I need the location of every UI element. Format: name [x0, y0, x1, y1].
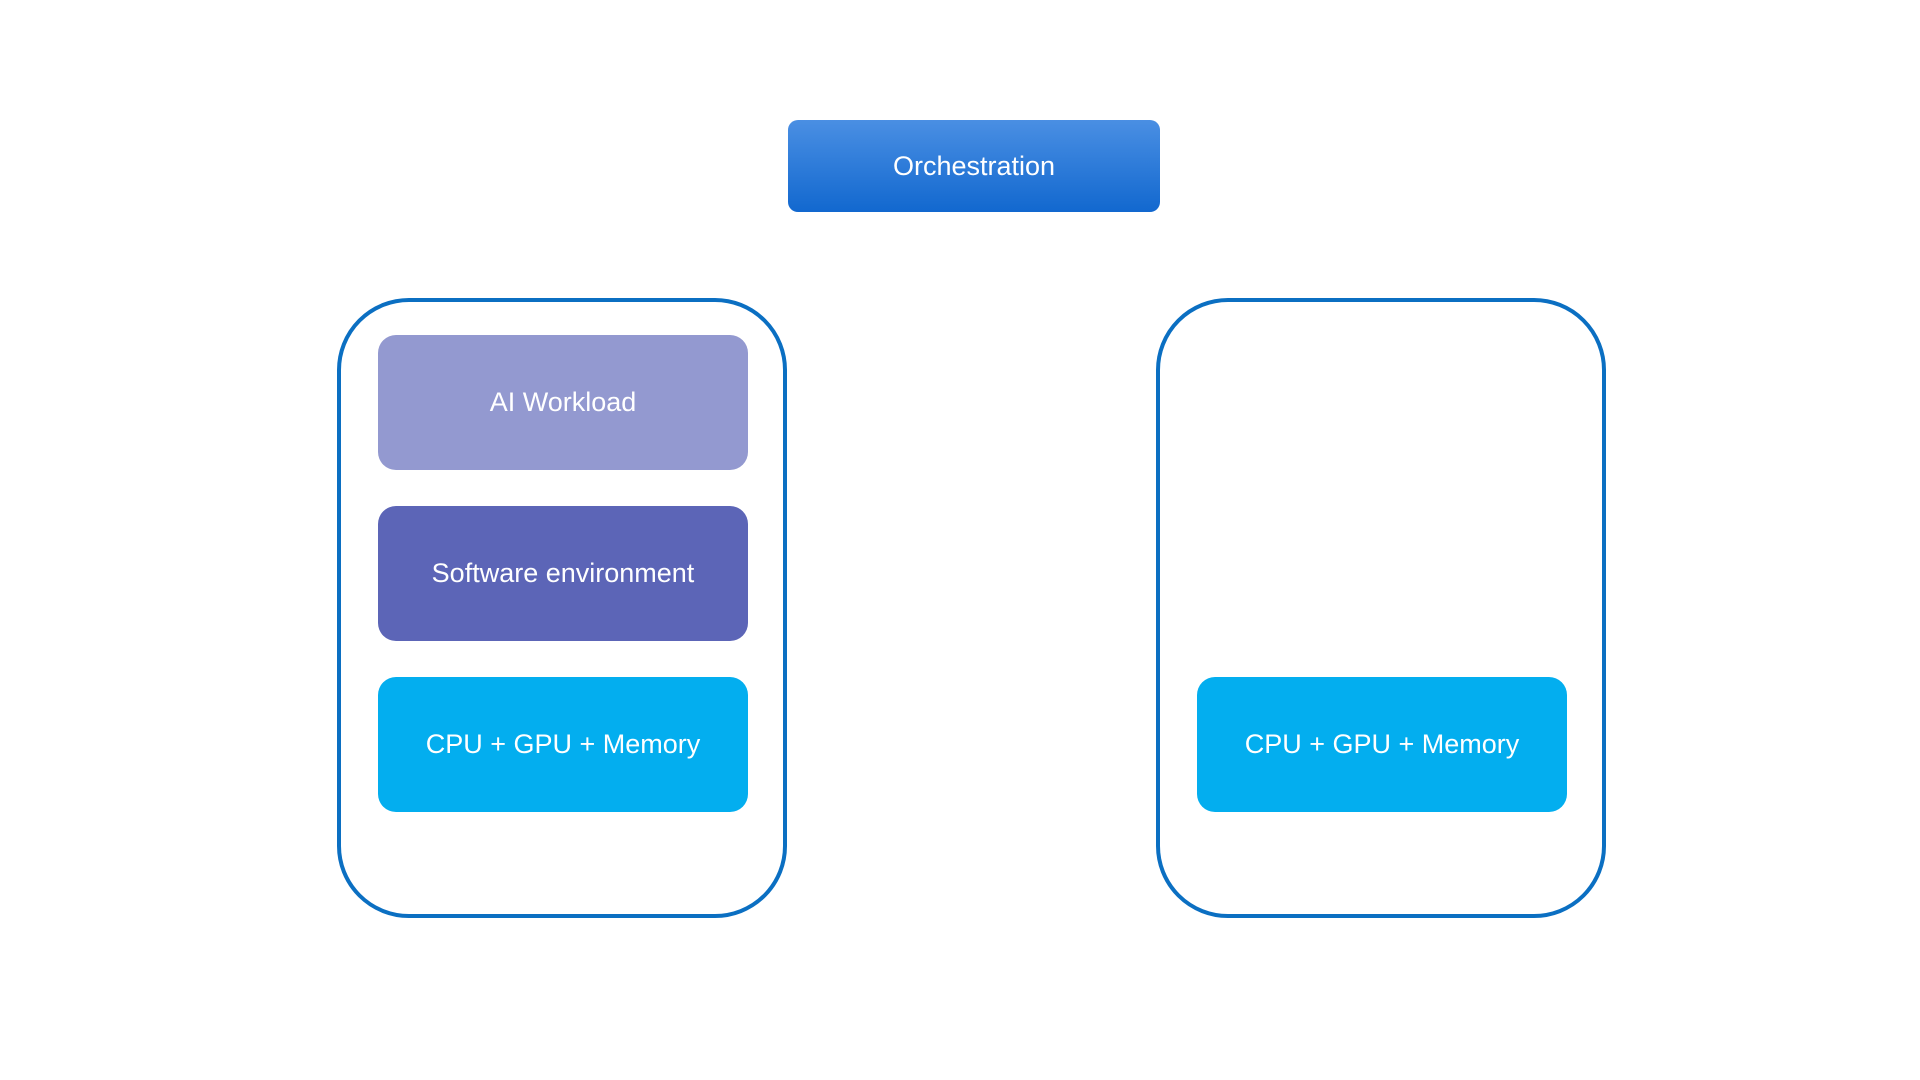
layer-software-environment[interactable]: Software environment: [378, 506, 748, 641]
layer-hardware[interactable]: CPU + GPU + Memory: [378, 677, 748, 812]
orchestration-box[interactable]: Orchestration: [788, 120, 1160, 212]
node-left: AI Workload Software environment CPU + G…: [337, 298, 787, 918]
layer-ai-workload[interactable]: AI Workload: [378, 335, 748, 470]
layer-hardware[interactable]: CPU + GPU + Memory: [1197, 677, 1567, 812]
node-right: CPU + GPU + Memory: [1156, 298, 1606, 918]
